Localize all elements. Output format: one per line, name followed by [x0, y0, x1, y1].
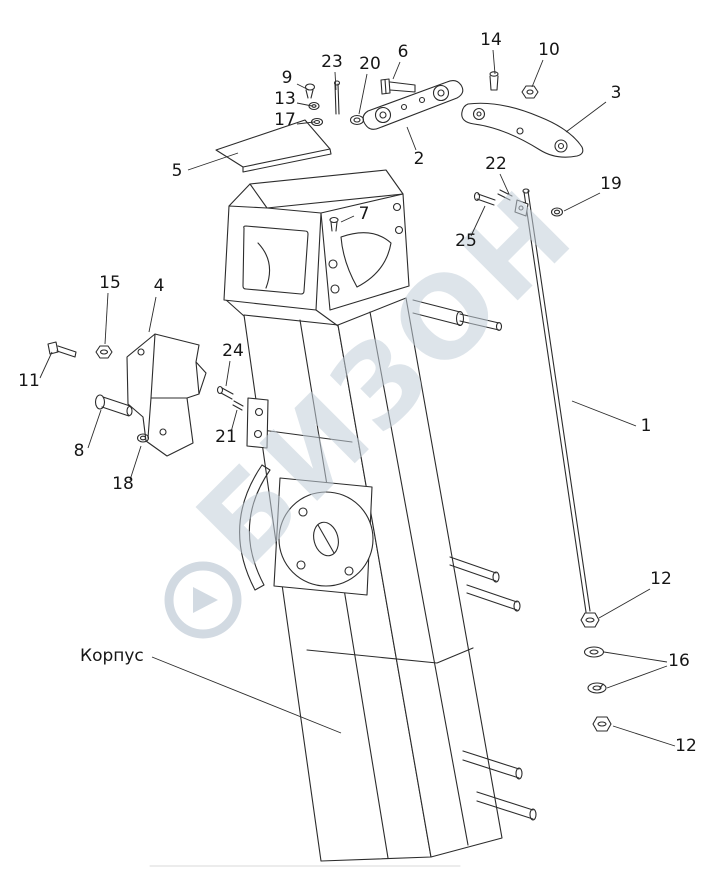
leader-line [296, 83, 310, 91]
callout-label: 11 [18, 371, 40, 391]
callout-label: 8 [74, 441, 85, 461]
leader-line [340, 215, 355, 223]
axle-pins [412, 299, 537, 821]
callout-label: 16 [668, 651, 690, 671]
callout-label: 10 [538, 40, 560, 60]
callout-label: 12 [650, 569, 672, 589]
callout-label: 4 [154, 276, 165, 296]
callout-label: 1 [641, 416, 652, 436]
drawing-layer [47, 71, 612, 867]
callout-label: 3 [611, 83, 622, 103]
callout-label: 21 [215, 427, 237, 447]
callout-label: 5 [172, 161, 183, 181]
leader-line [148, 296, 157, 333]
callout-label: 13 [274, 89, 296, 109]
leader-line [563, 192, 601, 212]
bottom-fastener-stack [580, 612, 612, 732]
part-5-cover-plate [215, 119, 332, 173]
callout-label: 25 [455, 231, 477, 251]
leader-line [612, 725, 676, 747]
leader-line [565, 101, 607, 133]
leader-line [129, 445, 142, 481]
leader-line [104, 292, 109, 345]
pivot-housing [239, 464, 374, 596]
top-bracket-box [223, 169, 410, 311]
callout-label: 14 [480, 30, 502, 50]
leader-line [296, 102, 313, 107]
leader-line [470, 205, 486, 237]
leader-line [598, 588, 651, 619]
leader-line [603, 651, 668, 663]
body-label: Корпус [80, 646, 144, 666]
leader-line [296, 121, 315, 125]
callout-label: 7 [359, 204, 370, 224]
left-fasteners [47, 341, 244, 443]
callout-label: 17 [274, 110, 296, 130]
callout-label: 23 [321, 52, 343, 72]
callout-label: 9 [282, 68, 293, 88]
leader-line [358, 73, 368, 115]
leader-line [531, 59, 544, 88]
callout-label: 6 [398, 42, 409, 62]
callout-label: 24 [222, 341, 244, 361]
callout-label: 18 [112, 474, 134, 494]
part-2-strap [362, 79, 464, 130]
callout-label: 15 [99, 273, 121, 293]
leader-line [187, 152, 239, 171]
leader-line [492, 49, 496, 75]
leader-line [230, 409, 238, 433]
callout-label: 20 [359, 54, 381, 74]
callout-label: 2 [414, 149, 425, 169]
callout-label: 12 [675, 736, 697, 756]
leader-line [334, 71, 337, 91]
part-1-rod [522, 188, 591, 613]
callout-label: 19 [600, 174, 622, 194]
leader-line [499, 173, 510, 195]
top-fasteners [304, 71, 539, 127]
part-4-guard-bracket [126, 333, 207, 457]
leader-line [606, 665, 668, 689]
part-7-bolt [329, 216, 339, 232]
leader-line [571, 400, 637, 427]
callout-label: 22 [485, 154, 507, 174]
leader-line [87, 409, 102, 449]
leader-line [151, 656, 342, 734]
leader-line [406, 126, 417, 151]
watermark-logo-ring [164, 561, 242, 639]
leader-line [39, 351, 53, 379]
leader-line [225, 360, 231, 387]
leader-line [392, 61, 401, 80]
rod-end-fittings [473, 189, 564, 217]
watermark-logo-mark [193, 587, 218, 613]
part-3-bracket-arm [461, 102, 584, 158]
